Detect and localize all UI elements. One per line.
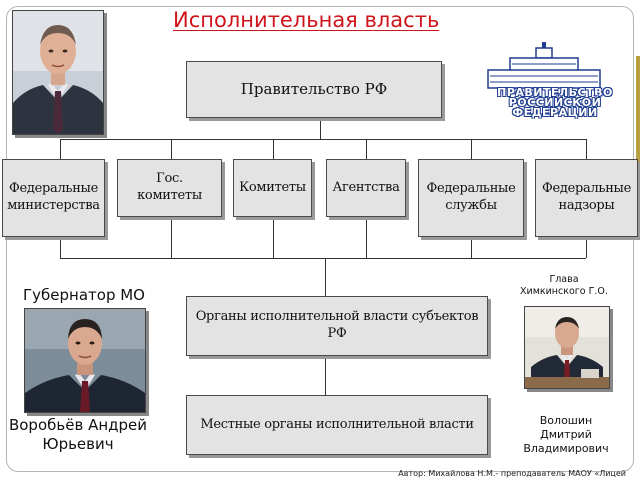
connector-drop-1 [60,139,61,159]
connector-drop-6 [586,139,587,159]
connector-drop-2 [171,139,172,159]
connector-drop-5 [471,139,472,159]
portrait-image [25,309,145,412]
governor-photo [24,308,146,413]
portrait-image [13,11,103,134]
committees-box: Комитеты [233,159,312,217]
connector-drop-3 [273,139,274,159]
connector-bottom-bus [60,258,586,259]
government-emblem: ПРАВИТЕЛЬСТВО РОССИЙСКОЙ ФЕДЕРАЦИИ [480,40,630,132]
accent-bar [636,56,640,236]
connector-to-regional [325,258,326,296]
agencies-box: Агентства [326,159,406,217]
slide-frame [6,6,634,472]
portrait-image [525,307,609,388]
page-title: Исполнительная власть [173,8,440,32]
governor-name: Воробьёв Андрей Юрьевич [8,416,148,453]
footer-author: Автор: Михайлова Н.М.- преподаватель МАО… [398,469,626,478]
government-box: Правительство РФ [186,61,442,118]
connector-rise-5 [471,237,472,258]
local-head-name: Волошин Дмитрий Владимирович [523,414,609,455]
connector-to-local [325,356,326,395]
local-head-photo [524,306,610,389]
emblem-text: ПРАВИТЕЛЬСТВО РОССИЙСКОЙ ФЕДЕРАЦИИ [497,86,613,119]
connector-drop-4 [366,139,367,159]
federal-ministries-box: Федеральные министерства [2,159,105,237]
local-head-role: Глава Химкинского Г.О. [520,274,608,297]
governor-role: Губернатор МО [23,286,145,304]
connector-rise-3 [273,217,274,258]
prime-minister-photo [12,10,104,135]
connector-rise-1 [60,237,61,258]
connector-rise-6 [586,237,587,258]
state-committees-box: Гос. комитеты [117,159,222,217]
connector-gov-down [320,117,321,139]
federal-services-box: Федеральные службы [418,159,524,237]
local-bodies-box: Местные органы исполнительной власти [186,395,488,455]
federal-supervision-box: Федеральные надзоры [535,159,638,237]
connector-rise-4 [366,217,367,258]
regional-bodies-box: Органы исполнительной власти субъектов Р… [186,296,488,356]
government-building-icon [487,42,601,89]
connector-top-bus [60,139,586,140]
connector-rise-2 [171,217,172,258]
